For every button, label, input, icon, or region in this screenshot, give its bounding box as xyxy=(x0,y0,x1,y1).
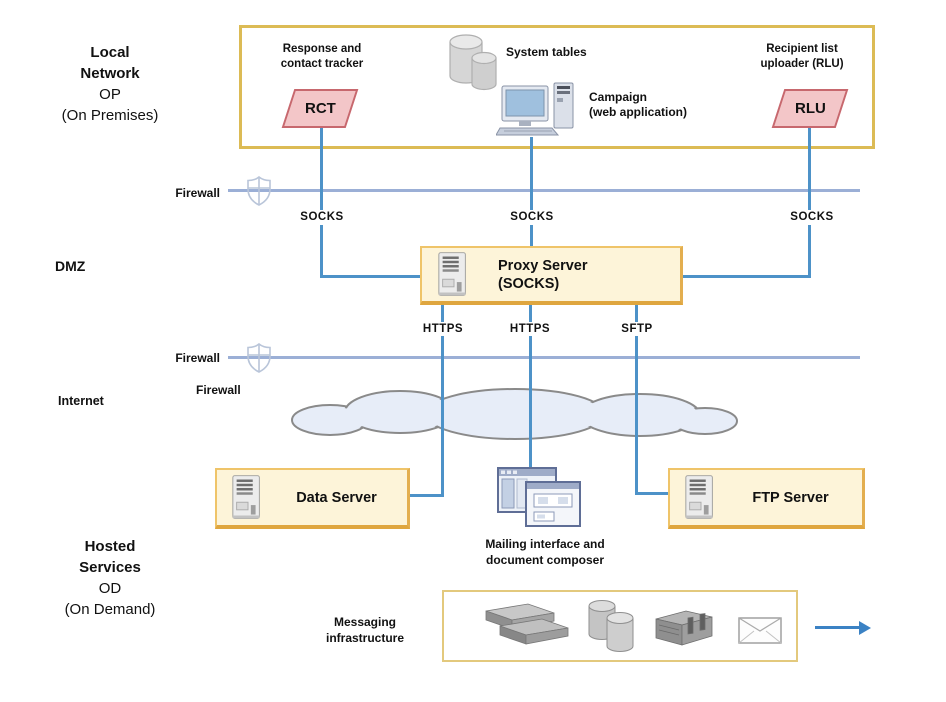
https-left-label: HTTPS xyxy=(413,322,473,336)
proxy-server-box: Proxy Server (SOCKS) xyxy=(420,246,683,305)
outbound-arrow-shaft xyxy=(815,626,861,629)
ftp-server-icon xyxy=(683,474,719,521)
connector-rct-to-proxy xyxy=(320,275,422,278)
connector-https-mid xyxy=(529,304,532,468)
connector-rct-down2 xyxy=(320,225,323,278)
socks-mid-label: SOCKS xyxy=(502,210,562,224)
firewall1-line xyxy=(228,189,860,192)
connector-to-ftp-server xyxy=(635,492,670,495)
data-server-icon xyxy=(230,474,266,521)
stacked-servers-icon xyxy=(480,602,570,648)
messaging-databases-icon xyxy=(586,598,636,654)
sftp-label: SFTP xyxy=(611,322,663,336)
socks-right-label: SOCKS xyxy=(782,210,842,224)
connector-rlu-down2 xyxy=(808,225,811,278)
rlu-shape: RLU xyxy=(771,89,849,128)
rct-shape: RCT xyxy=(281,89,359,128)
data-server-box: Data Server xyxy=(215,468,410,529)
rct-caption: Response and contact tracker xyxy=(280,43,364,70)
dmz-zone-label: DMZ xyxy=(55,258,86,274)
rct-label: RCT xyxy=(304,100,336,117)
mailing-interface-icon xyxy=(496,466,584,528)
https-mid-label: HTTPS xyxy=(500,322,560,336)
campaign-workstation-icon xyxy=(496,80,580,138)
rack-server-icon xyxy=(652,608,716,648)
internet-cloud-icon xyxy=(288,386,740,450)
connector-https-left xyxy=(441,304,444,497)
messaging-infrastructure-label: Messaging infrastructure xyxy=(325,615,405,645)
proxy-server-icon xyxy=(436,251,472,298)
connector-campaign-to-proxy xyxy=(530,225,533,247)
hosted-services-zone-label: Hosted Services OD (On Demand) xyxy=(20,536,200,620)
connector-campaign-down xyxy=(530,137,533,211)
data-server-label: Data Server xyxy=(296,489,377,506)
local-network-title: Local Network xyxy=(80,44,140,82)
hosted-services-title: Hosted Services xyxy=(79,538,141,576)
internet-zone-label: Internet xyxy=(58,394,104,408)
ftp-server-box: FTP Server xyxy=(668,468,865,529)
firewall1-shield-icon xyxy=(246,176,272,206)
database-cylinders-icon xyxy=(446,32,498,96)
firewall1-label: Firewall xyxy=(175,186,220,200)
messaging-infrastructure-box xyxy=(442,590,798,662)
firewall3-label: Firewall xyxy=(196,383,241,397)
system-tables-label: System tables xyxy=(506,45,587,59)
rlu-caption: Recipient list uploader (RLU) xyxy=(760,43,844,70)
campaign-label: Campaign (web application) xyxy=(589,90,688,119)
hosted-services-subtitle: OD (On Demand) xyxy=(64,580,156,618)
firewall2-shield-icon xyxy=(246,343,272,373)
connector-rct-down xyxy=(320,127,323,211)
rlu-label: RLU xyxy=(794,100,826,117)
connector-to-data-server xyxy=(409,494,444,497)
firewall2-line xyxy=(228,356,860,359)
ftp-server-label: FTP Server xyxy=(752,489,829,506)
local-network-zone-label: Local Network OP (On Premises) xyxy=(20,42,200,126)
firewall2-label: Firewall xyxy=(175,351,220,365)
connector-rlu-down xyxy=(808,125,811,211)
socks-left-label: SOCKS xyxy=(292,210,352,224)
mailing-interface-label: Mailing interface and document composer xyxy=(485,537,605,567)
local-network-subtitle: OP (On Premises) xyxy=(61,86,159,124)
connector-rlu-to-proxy xyxy=(683,275,811,278)
envelope-icon xyxy=(738,617,782,644)
outbound-arrow-icon xyxy=(859,621,871,635)
proxy-server-label: Proxy Server (SOCKS) xyxy=(498,257,588,292)
connector-sftp xyxy=(635,304,638,495)
